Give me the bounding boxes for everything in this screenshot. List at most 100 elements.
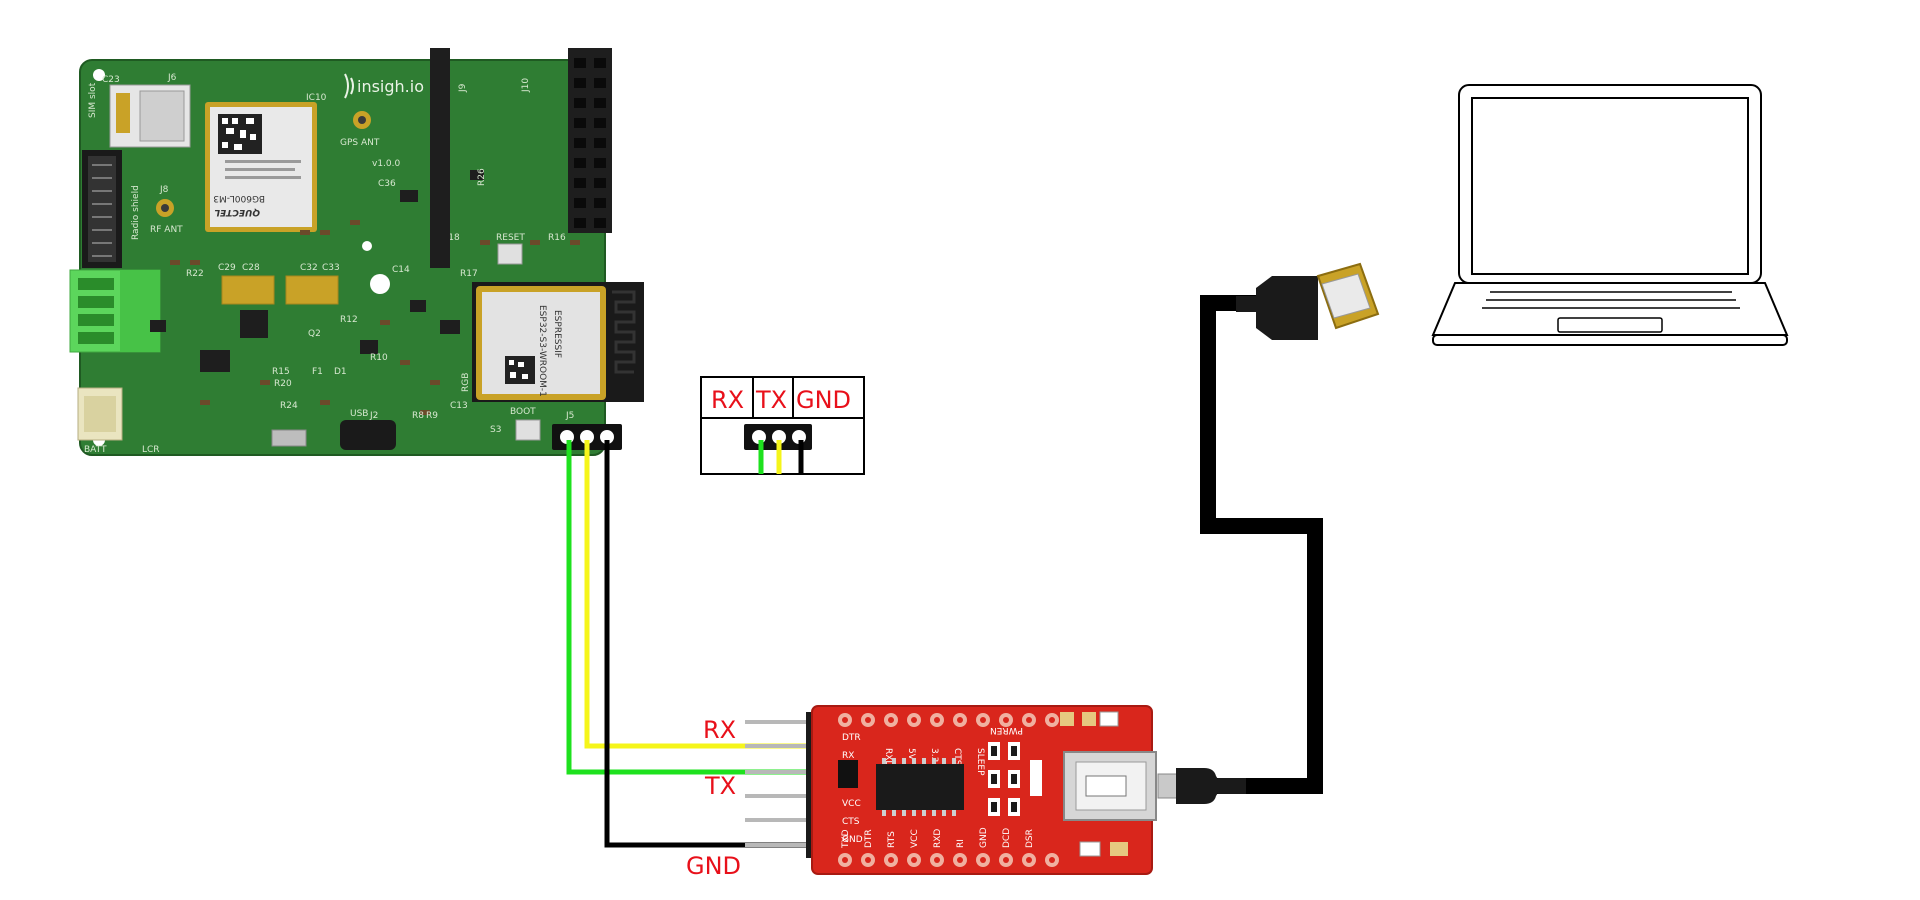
svg-text:RX: RX [842, 751, 854, 761]
uart-wires [566, 440, 814, 848]
svg-text:R16: R16 [548, 233, 566, 243]
svg-text:BATT: BATT [84, 445, 107, 455]
svg-text:VCC: VCC [910, 829, 920, 848]
brand-label: insigh.io [357, 77, 424, 96]
svg-text:C29: C29 [218, 263, 236, 273]
svg-text:J6: J6 [167, 73, 177, 83]
svg-text:RI: RI [956, 839, 966, 848]
header-j9: J9 [430, 48, 468, 268]
main-board-usb-port: USB [340, 409, 396, 450]
svg-text:R8: R8 [412, 411, 424, 421]
modem-brand: QUECTEL [214, 207, 260, 217]
svg-text:J10: J10 [521, 78, 531, 93]
svg-text:RXD: RXD [933, 829, 943, 848]
svg-text:C14: C14 [392, 265, 410, 275]
svg-text:F1: F1 [312, 367, 323, 377]
component-designators: R22 Q2 R15 R20 F1 D1 R24 R18 R17 R16 R26… [186, 168, 566, 435]
svg-text:DCD: DCD [1002, 828, 1012, 848]
esp32-module-brand: ESPRESSIF [552, 310, 562, 358]
slide-switch [271, 429, 307, 447]
svg-text:GND: GND [979, 827, 989, 848]
usb-a-plug-icon [1236, 262, 1380, 340]
terminal-block [69, 269, 161, 353]
insighio-logo: insigh.io [344, 73, 424, 99]
svg-text:D1: D1 [334, 367, 347, 377]
svg-text:R10: R10 [370, 353, 388, 363]
esp32-module-label: ESP32-S3-WROOM-1 [537, 305, 547, 397]
radio-shield-label: Radio shield [131, 185, 141, 240]
ftdi-chip [876, 758, 964, 816]
voltage-jumper [838, 760, 858, 788]
svg-text:CTS: CTS [952, 748, 962, 766]
svg-text:GPS ANT: GPS ANT [340, 138, 380, 148]
svg-text:DTR: DTR [864, 829, 874, 848]
svg-text:C13: C13 [450, 401, 468, 411]
svg-text:BOOT: BOOT [510, 407, 536, 417]
reset-button: RESET [496, 233, 525, 265]
svg-text:TXD: TXD [841, 829, 851, 849]
radio-shield-connector: Radio shield [82, 150, 141, 268]
svg-text:C32: C32 [300, 263, 318, 273]
svg-text:J2: J2 [369, 411, 378, 421]
led-top [1060, 712, 1074, 726]
svg-text:RF ANT: RF ANT [150, 225, 183, 235]
svg-text:R15: R15 [272, 367, 290, 377]
svg-text:USB: USB [350, 409, 368, 419]
sim-slot: SIM slot [88, 82, 191, 148]
header-j10: J10 [521, 48, 612, 233]
svg-text:IC10: IC10 [306, 93, 327, 103]
svg-text:C36: C36 [378, 179, 396, 189]
svg-text:R18: R18 [442, 233, 460, 243]
wire-yellow [584, 440, 814, 749]
svg-text:R12: R12 [340, 315, 358, 325]
quectel-modem: BG600L-M3 QUECTEL IC10 [205, 93, 327, 232]
pinout-legend: RX TX GND [700, 376, 865, 475]
svg-text:LCR: LCR [142, 445, 160, 455]
ftdi-mini-usb-port [1063, 751, 1157, 821]
wire-label-gnd: GND [686, 852, 741, 880]
svg-text:R20: R20 [274, 379, 292, 389]
wire-green [566, 440, 814, 775]
ftdi-header-pins [745, 720, 812, 847]
tantalum-capacitors: C29 C28 C32 C33 [218, 263, 340, 305]
svg-text:J5: J5 [565, 411, 574, 421]
svg-text:PWREN: PWREN [990, 725, 1023, 735]
rf-antenna-connector: RF ANT J8 [150, 185, 183, 235]
svg-text:RXL: RXL [883, 748, 893, 765]
svg-text:C23: C23 [102, 75, 120, 85]
svg-text:RTS: RTS [887, 831, 897, 848]
svg-text:C28: C28 [242, 263, 260, 273]
svg-text:R26: R26 [477, 168, 487, 186]
svg-text:J9: J9 [458, 83, 468, 93]
svg-text:Q2: Q2 [308, 329, 321, 339]
svg-text:DSR: DSR [1025, 829, 1035, 848]
sim-slot-label: SIM slot [88, 82, 98, 118]
svg-text:S3: S3 [490, 425, 501, 435]
svg-text:RESET: RESET [496, 233, 525, 243]
small-ics [150, 170, 484, 372]
insighio-main-board: SIM slot C23 J6 Radio shield [69, 48, 644, 456]
ftdi-usb-uart-board: RXL 5V 3.3 CTS SLEEP PWREN DTR RX TX VCC… [745, 705, 1157, 875]
legend-header-gnd: GND [796, 386, 851, 414]
svg-text:J8: J8 [159, 185, 169, 195]
svg-text:RGB: RGB [461, 373, 471, 392]
svg-text:C33: C33 [322, 263, 340, 273]
usb-cable [1170, 295, 1323, 794]
boot-button: BOOT [510, 407, 541, 441]
modem-label: BG600L-M3 [213, 193, 265, 203]
svg-text:3.3: 3.3 [929, 748, 939, 762]
svg-text:R24: R24 [280, 401, 298, 411]
gps-antenna-connector: GPS ANT [340, 111, 380, 148]
version-label: v1.0.0 [372, 159, 401, 169]
battery-connector: BATT LCR [77, 387, 160, 455]
legend-header-rx: RX [711, 386, 744, 414]
wire-label-tx: TX [704, 772, 736, 800]
svg-text:CTS: CTS [842, 817, 860, 827]
svg-text:R9: R9 [426, 411, 438, 421]
ftdi-top-holes [838, 713, 1059, 727]
svg-text:VCC: VCC [842, 799, 861, 809]
svg-text:R22: R22 [186, 269, 204, 279]
legend-header-tx: TX [755, 386, 787, 414]
wire-label-rx: RX [703, 716, 736, 744]
